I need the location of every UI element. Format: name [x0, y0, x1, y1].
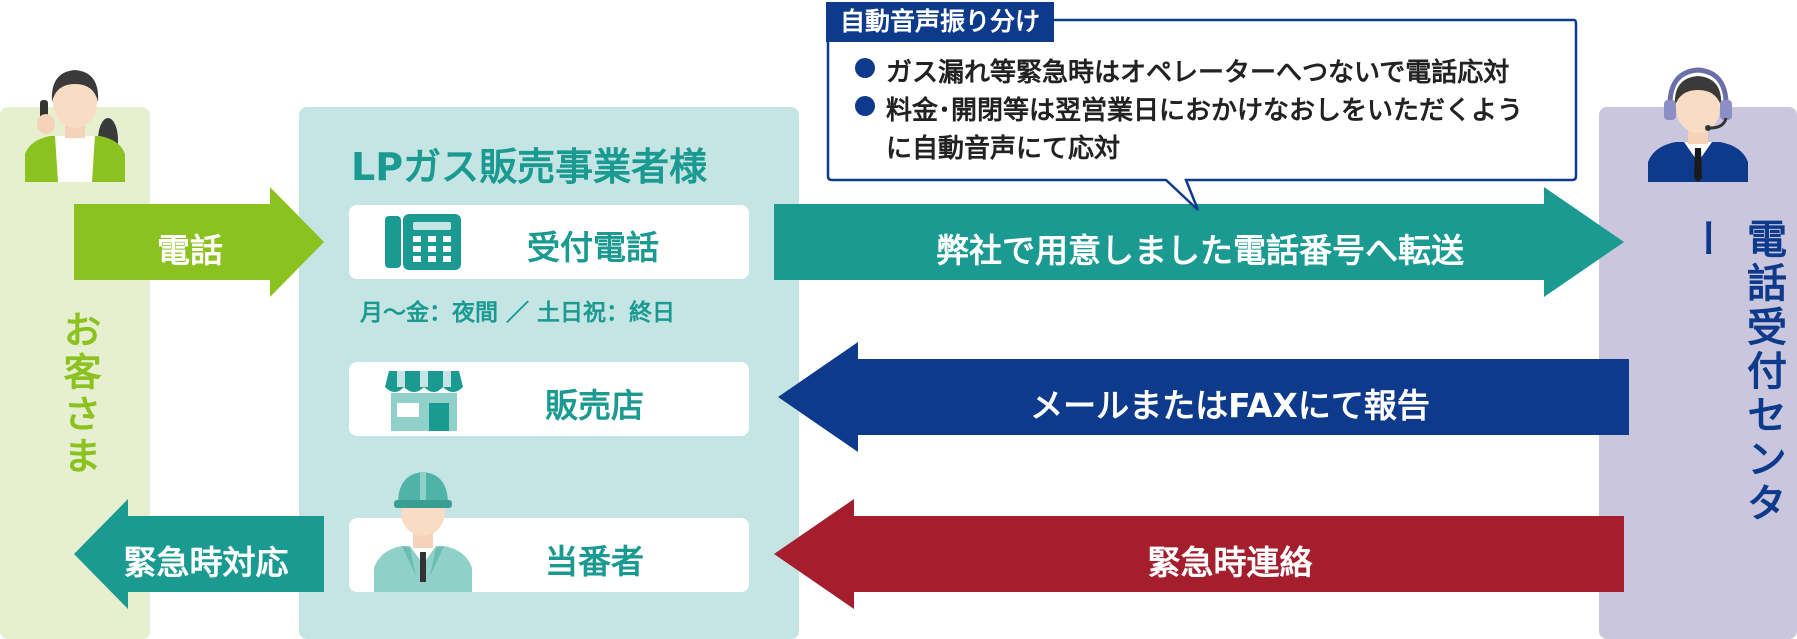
callout-bubble — [826, 18, 1578, 211]
emergency-response-label: 緊急時対応 — [123, 543, 289, 582]
business-title: LPガス販売事業者様 — [351, 145, 708, 189]
report-arrow — [778, 342, 1629, 452]
store-label: 販売店 — [545, 386, 644, 425]
emergency-contact-arrow — [774, 499, 1624, 609]
callout-title: 自動音声振り分け — [826, 2, 1055, 42]
operator-icon — [1648, 67, 1748, 182]
customer-label: お客さま — [57, 310, 101, 478]
transfer-arrow — [774, 187, 1624, 297]
reception-phone-label: 受付電話 — [527, 228, 659, 267]
callout-bullet-2 — [855, 96, 875, 116]
callout-item-2-line2: に自動音声にて応対 — [886, 134, 1121, 164]
report-arrow-label: メールまたはFAXにて報告 — [1030, 386, 1430, 425]
center-label: 電話受付センター — [1682, 218, 1786, 526]
phone-icon — [385, 214, 461, 270]
transfer-arrow-label: 弊社で用意しました電話番号へ転送 — [936, 231, 1464, 270]
emergency-contact-label: 緊急時連絡 — [1147, 543, 1313, 582]
worker-icon — [374, 472, 472, 592]
phone-arrow — [74, 187, 324, 297]
reception-hours: 月～金：夜間 ／ 土日祝：終日 — [360, 300, 676, 326]
callout-item-1: ガス漏れ等緊急時はオペレーターへつないで電話応対 — [886, 58, 1510, 88]
emergency-response-arrow — [74, 499, 324, 609]
callout-bullet-1 — [855, 58, 875, 78]
duty-label: 当番者 — [545, 542, 644, 581]
callout-item-2-line1: 料金･開閉等は翌営業日におかけなおしをいただくよう — [886, 96, 1524, 126]
center-panel — [1599, 107, 1797, 639]
store-icon — [385, 371, 463, 431]
customer-person-icon — [25, 70, 125, 182]
phone-arrow-label: 電話 — [157, 231, 223, 270]
